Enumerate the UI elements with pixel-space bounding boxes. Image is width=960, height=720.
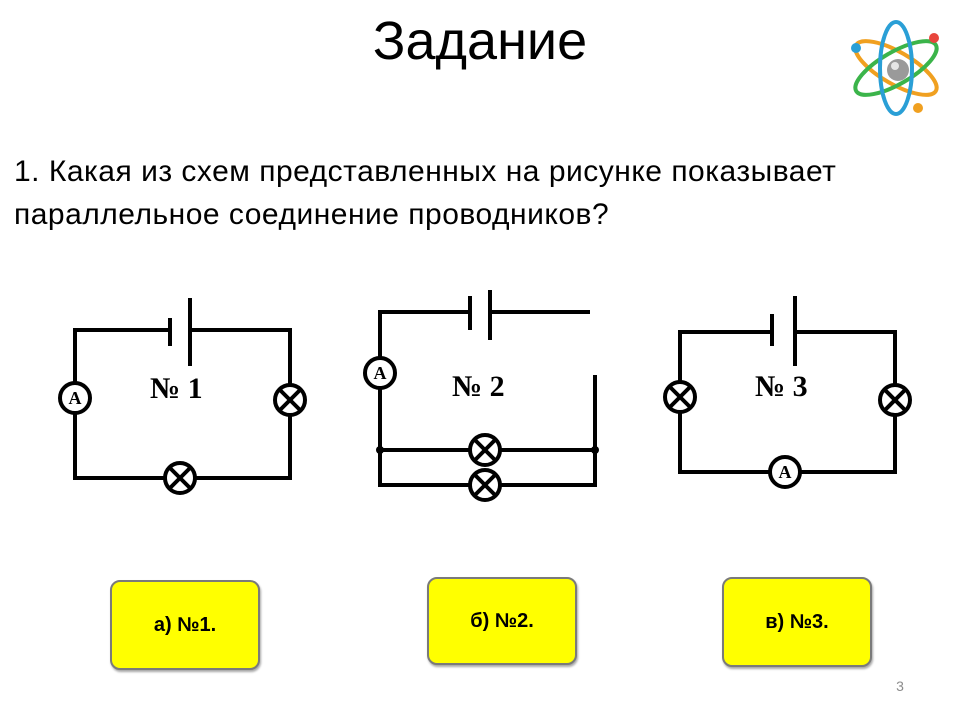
circuit-1-label: № 1 [150,372,203,405]
answer-b-button[interactable]: б) №2. [427,577,577,665]
ammeter-3-label: A [779,462,792,482]
answer-a-button[interactable]: а) №1. [110,580,260,670]
answer-c-button[interactable]: в) №3. [722,577,872,667]
answer-b-label: б) №2. [470,609,534,632]
atom-icon [851,20,939,116]
answer-c-label: в) №3. [765,610,829,633]
circuit-2 [363,290,599,502]
circuit-3 [663,296,912,489]
answer-a-label: а) №1. [153,613,217,636]
ammeter-2-label: A [374,363,387,383]
circuit-1 [58,298,307,495]
circuit-3-label: № 3 [755,370,808,403]
question-text: 1. Какая из схем представленных на рисун… [14,155,837,231]
page-number: 3 [896,678,904,694]
ammeter-1-label: A [69,388,82,408]
slide-title: Задание [372,11,588,71]
circuit-2-label: № 2 [452,370,505,403]
